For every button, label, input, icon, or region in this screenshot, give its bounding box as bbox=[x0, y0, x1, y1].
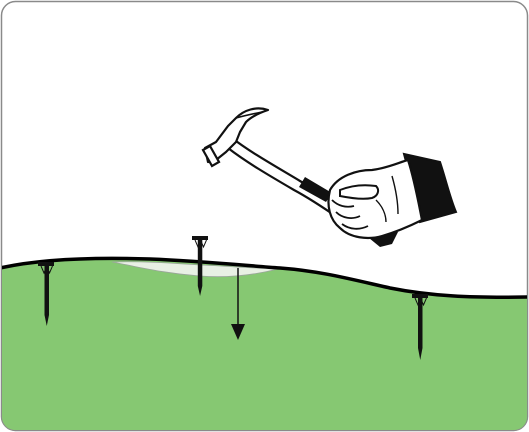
stake-icon bbox=[418, 298, 423, 348]
down-arrow-icon bbox=[231, 268, 245, 340]
stake-middle bbox=[192, 236, 208, 296]
gloved-hand-icon bbox=[327, 152, 458, 239]
stake-right bbox=[412, 294, 428, 360]
stake-icon bbox=[44, 263, 49, 315]
ground-area bbox=[2, 258, 527, 430]
stake-left bbox=[38, 262, 54, 326]
hammer-icon bbox=[201, 107, 398, 247]
stake-icon bbox=[197, 240, 203, 286]
ground-line bbox=[2, 256, 527, 299]
